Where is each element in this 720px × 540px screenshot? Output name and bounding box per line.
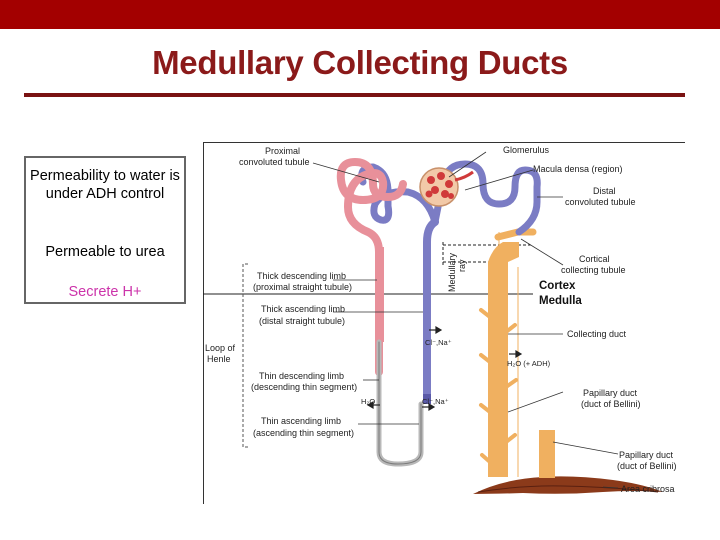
h-secretion-note: Secrete H+ (68, 284, 142, 300)
label-thin-asc-1: Thin ascending limb (261, 416, 341, 426)
proximal-convoluted-tubule (336, 158, 407, 376)
label-cortex: Cortex (539, 280, 576, 292)
slide-title: Medullary Collecting Ducts (152, 44, 568, 81)
label-macula-densa: Macula densa (region) (533, 164, 623, 174)
label-papillary-2-2: (duct of Bellini) (617, 461, 677, 471)
label-medullary-ray-1: Medullary (447, 252, 457, 292)
label-thin-desc-1: Thin descending limb (259, 371, 344, 381)
label-glomerulus: Glomerulus (503, 145, 550, 155)
label-loop-2: Henle (207, 354, 231, 364)
afferent-arteriole (454, 170, 474, 182)
label-collecting-duct: Collecting duct (567, 329, 627, 339)
label-cortical-1: Cortical (579, 254, 610, 264)
label-proximal-2: convoluted tubule (239, 157, 310, 167)
label-cortical-2: collecting tubule (561, 265, 626, 275)
label-medulla: Medulla (539, 295, 582, 307)
label-thin-desc-2: (descending thin segment) (251, 382, 357, 392)
collecting-duct-branches (479, 308, 518, 464)
label-loop-1: Loop of (205, 343, 236, 353)
thin-limbs-loop (376, 339, 424, 467)
label-cl-na-1: Cl⁻,Na⁺ (425, 338, 452, 347)
label-thin-asc-2: (ascending thin segment) (253, 428, 354, 438)
label-thick-asc-1: Thick ascending limb (261, 304, 345, 314)
collecting-duct-body (488, 262, 508, 477)
adh-permeability-note: Permeability to water is under ADH contr… (30, 168, 180, 202)
label-medullary-ray-2: ray (457, 259, 467, 272)
papillary-duct-2 (539, 430, 555, 478)
label-thick-desc-1: Thick descending limb (257, 271, 346, 281)
title-underline (24, 93, 685, 97)
label-proximal-1: Proximal (265, 146, 300, 156)
label-papillary-1-2: (duct of Bellini) (581, 399, 641, 409)
label-distal-1: Distal (593, 186, 616, 196)
label-papillary-1-1: Papillary duct (583, 388, 638, 398)
loop-of-henle-bracket (242, 263, 248, 448)
label-area-cribrosa: Area cribrosa (621, 484, 675, 494)
label-papillary-2-1: Papillary duct (619, 450, 674, 460)
papilla-base (473, 476, 663, 494)
urea-permeability-note: Permeable to urea (45, 244, 165, 260)
top-banner (0, 0, 720, 29)
thick-descending-limb (375, 247, 384, 342)
leader-lines (312, 151, 619, 489)
nephron-diagram: Proximal convoluted tubule Glomerulus Ma… (203, 142, 685, 504)
label-cl-na-2: Cl⁻,Na⁺ (422, 397, 449, 406)
thick-ascending-limb (423, 218, 439, 398)
label-h2o: H₂O (361, 397, 375, 406)
glomerulus-capillaries (425, 172, 454, 199)
label-h2o-adh: H₂O (+ ADH) (507, 359, 551, 368)
flux-arrows (366, 325, 523, 412)
notes-box: Permeability to water is under ADH contr… (24, 156, 186, 304)
label-thick-desc-2: (proximal straight tubule) (253, 282, 352, 292)
cortical-collecting-tubule (494, 228, 537, 241)
label-thick-asc-2: (distal straight tubule) (259, 316, 345, 326)
label-distal-2: convoluted tubule (565, 197, 636, 207)
